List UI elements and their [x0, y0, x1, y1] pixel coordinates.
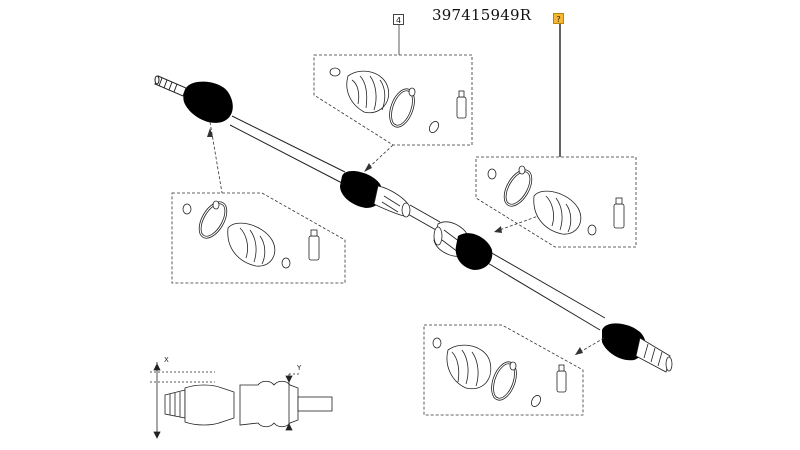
left-outer-joint-boot: [183, 81, 233, 123]
kit-callout-box[interactable]: 4: [393, 14, 404, 25]
drive-shaft: [229, 115, 606, 331]
right-splined-stub: [635, 337, 673, 373]
highlighted-callout-box[interactable]: ?: [553, 13, 564, 24]
part-number-label: 397415949R: [432, 6, 532, 24]
inner-left-joint: [373, 185, 411, 218]
leader-arrowheads: [207, 128, 583, 355]
kit-right-top-parts: [487, 165, 625, 236]
kit-right-bottom-parts: [432, 337, 567, 407]
left-splined-stub: [154, 75, 187, 97]
kit-top-center-parts: [329, 67, 467, 133]
kit-panel-right-top: [475, 156, 637, 248]
dimension-sketch: [150, 362, 333, 439]
dimension-y-label: Y: [297, 364, 302, 372]
kit-left-parts: [182, 200, 320, 269]
kit-panel-right-bottom: [423, 324, 584, 416]
dimension-x-label: X: [164, 356, 169, 364]
inner-right-boot: [455, 233, 493, 270]
kit-panel-top-center: [313, 54, 473, 146]
leader-lines: [209, 24, 605, 356]
inner-left-boot: [340, 170, 383, 208]
right-outer-joint-boot: [602, 323, 646, 361]
kit-panel-left: [171, 192, 346, 284]
